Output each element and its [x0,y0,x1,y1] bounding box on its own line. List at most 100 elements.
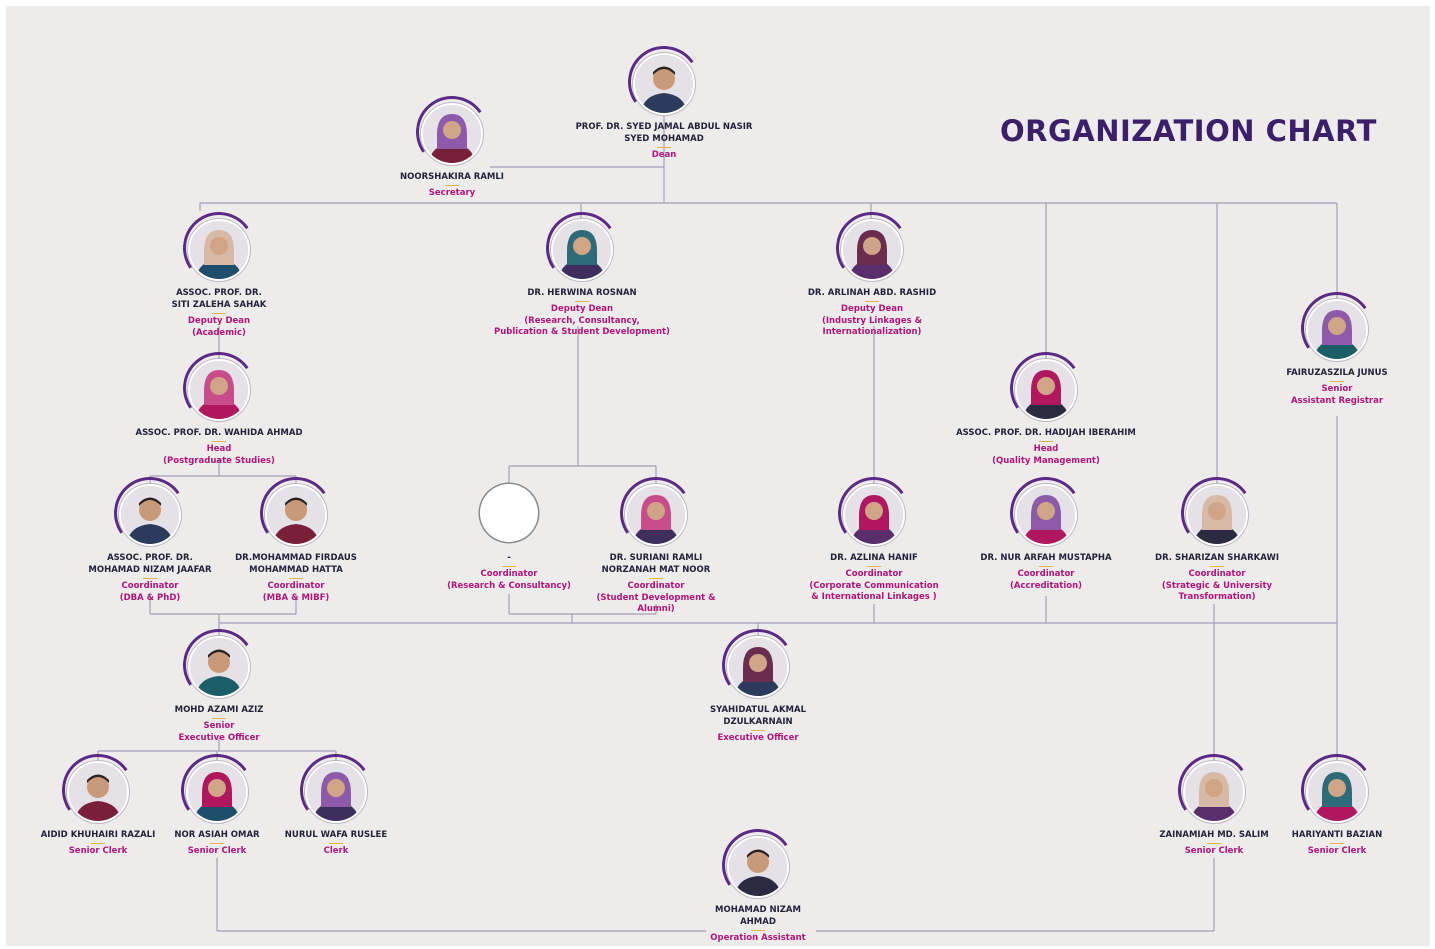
person-role: Coordinator(Student Development &Alumni) [546,581,766,616]
role-line-1: Deputy Dean [187,316,251,326]
avatar [727,636,789,698]
role-line-2: Assistant Registrar [1290,395,1384,406]
person-role: Operation Assistant [648,933,868,945]
name-line-1: DR.MOHAMMAD FIRDAUS [235,553,357,563]
avatar [421,103,483,165]
avatar [1306,761,1368,823]
role-line-1: Clerk [323,846,349,856]
avatar-ring-coord-dba [108,471,192,555]
role-line-2: (Quality Management) [992,455,1100,466]
divider [1330,843,1344,844]
avatar-ring-head-quality [1004,346,1088,430]
role-line-1: Secretary [428,188,476,198]
person-name: ASSOC. PROF. DR.SITI ZALEHA SAHAK [109,287,329,311]
name-line-2: MOHAMAD NIZAM JAAFAR [88,565,212,575]
avatar [727,836,789,898]
name-line-2: SYED MOHAMAD [624,134,704,144]
divider [575,301,589,302]
avatar [305,761,367,823]
role-line-2: (DBA & PhD) [119,592,181,603]
person-name: NOORSHAKIRA RAMLI [342,171,562,183]
avatar-ring-seo [177,623,261,707]
divider [502,566,516,567]
connector-lines [97,108,1338,932]
org-chart-canvas: ORGANIZATION CHART PROF. DR. SYED JAMAL … [6,6,1430,946]
role-line-1: Coordinator [1188,569,1246,579]
name-line-1: AIDID KHUHAIRI RAZALI [40,830,156,840]
name-line-2: NORZANAH MAT NOOR [601,565,711,575]
name-line-1: DR. AZLINA HANIF [830,553,918,563]
avatar [265,484,327,546]
avatar [551,219,613,281]
name-line-1: - [507,553,511,563]
person-role: Head(Quality Management) [936,444,1156,467]
role-line-1: Senior [1321,384,1353,394]
divider [865,301,879,302]
chart-title: ORGANIZATION CHART [1000,114,1377,148]
avatar [1306,299,1368,361]
name-line-2: MOHAMMAD HATTA [249,565,343,575]
divider [91,843,105,844]
person-role: Coordinator(Research & Consultancy) [399,569,619,592]
avatar [188,636,250,698]
role-line-1: Head [206,444,232,454]
avatar-ring-clerk-nor [175,748,259,832]
divider [751,730,765,731]
role-line-1: Coordinator [845,569,903,579]
avatar [480,484,538,542]
role-line-2: (Corporate Communication [809,580,939,591]
role-line-1: Head [1033,444,1059,454]
person-coord-strategic: DR. SHARIZAN SHARKAWI Coordinator(Strateg… [1107,471,1327,604]
role-line-1: Deputy Dean [550,304,614,314]
divider [751,930,765,931]
avatar-ring-dd-research [540,206,624,290]
role-line-1: Executive Officer [717,733,799,743]
name-line-1: MOHAMAD NIZAM [715,905,801,915]
person-name: DR. SHARIZAN SHARKAWI [1107,552,1327,564]
person-role: Coordinator(Accreditation) [936,569,1156,592]
person-name: DR. NUR ARFAH MUSTAPHA [936,552,1156,564]
name-line-1: SYAHIDATUL AKMAL [710,705,806,715]
avatar-ring-dd-industry [830,206,914,290]
avatar-ring-secretary [410,90,494,174]
role-line-1: Deputy Dean [840,304,904,314]
person-role: Senior Clerk [1227,846,1435,858]
role-line-1: Senior Clerk [68,846,128,856]
avatar-ring-coord-student [614,471,698,555]
avatar [1186,484,1248,546]
person-dd-academic: ASSOC. PROF. DR.SITI ZALEHA SAHAK Deputy … [109,206,329,339]
person-role: Coordinator(Corporate Communication& Int… [764,569,984,604]
avatar-ring-head-postgrad [177,346,261,430]
avatar [841,219,903,281]
person-name: ASSOC. PROF. DR. HADIJAH IBERAHIM [936,427,1156,439]
person-name: ASSOC. PROF. DR.MOHAMAD NIZAM JAAFAR [40,552,260,576]
person-role: Senior Clerk [0,846,208,858]
person-name: DR. AZLINA HANIF [764,552,984,564]
role-line-2: (Research & Consultancy) [447,580,571,591]
person-name: FAIRUZASZILA JUNUS [1227,367,1435,379]
role-line-3: & International Linkages ) [811,592,937,602]
person-name: ASSOC. PROF. DR. WAHIDA AHMAD [109,427,329,439]
person-clerk-aidid: AIDID KHUHAIRI RAZALI Senior Clerk [0,748,208,858]
name-line-1: ASSOC. PROF. DR. HADIJAH IBERAHIM [956,428,1136,438]
avatar [843,484,905,546]
avatar-ring-coord-mba [254,471,338,555]
person-role: Deputy Dean(Research, Consultancy,Public… [472,304,692,339]
avatar [633,53,695,115]
role-line-3: Internationalization) [822,327,922,337]
divider [289,578,303,579]
divider [1330,381,1344,382]
role-line-3: Transformation) [1178,592,1256,602]
